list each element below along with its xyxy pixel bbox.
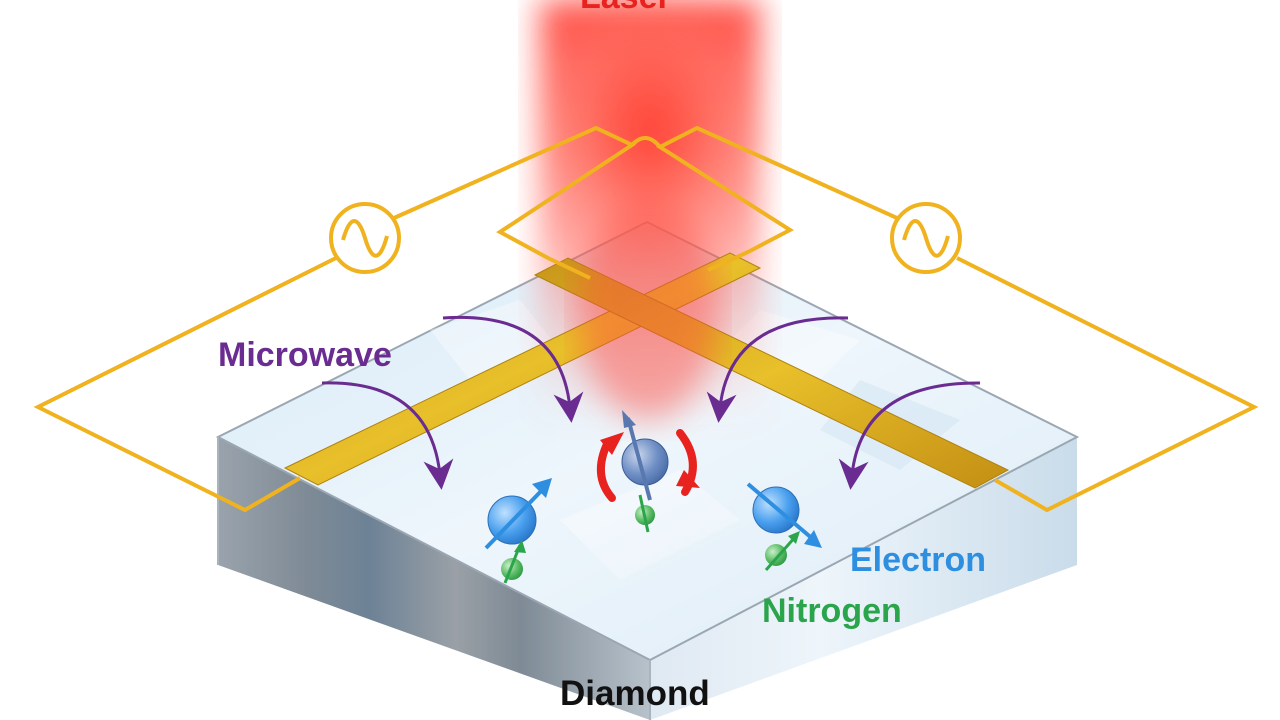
diamond-left-face — [218, 437, 650, 720]
ac-source-right — [890, 202, 962, 274]
laser-label: Laser — [580, 0, 671, 14]
diamond-label: Diamond — [560, 674, 710, 713]
microwave-arrow — [442, 315, 584, 423]
electron-label: Electron — [850, 541, 987, 579]
microwave-arrows — [321, 315, 981, 490]
microwave-arrow — [321, 381, 454, 490]
left-nv-center — [484, 478, 552, 584]
microwave-label: Microwave — [218, 336, 392, 374]
microwave-arrow — [706, 316, 849, 423]
right-nv-center — [746, 482, 822, 571]
nitrogen-label: Nitrogen — [762, 592, 902, 630]
nitrogen-spin-icon — [765, 544, 787, 566]
circuit-wires — [33, 125, 1259, 513]
diamond-right-face — [650, 437, 1077, 720]
center-nv-center — [597, 410, 700, 533]
ac-source-left — [329, 202, 401, 274]
microwave-arrow — [838, 381, 981, 490]
